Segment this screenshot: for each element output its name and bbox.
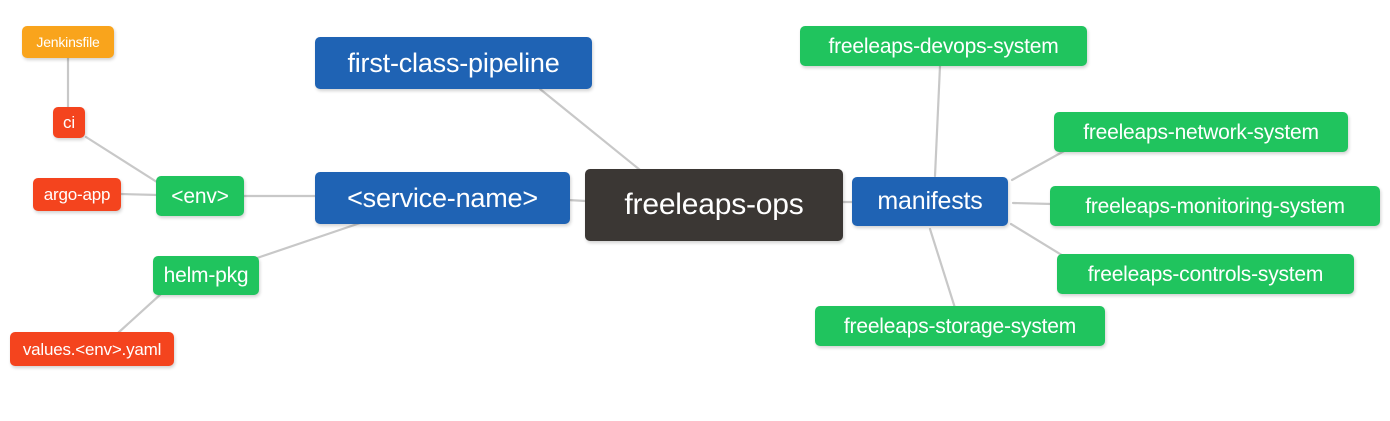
node-ci-label: ci [63, 113, 75, 132]
node-argo-app[interactable]: argo-app [33, 178, 121, 211]
node-first-class-pipeline[interactable]: first-class-pipeline [315, 37, 592, 89]
node-env[interactable]: <env> [156, 176, 244, 216]
edge-valuesyaml-helmpkg [116, 291, 164, 335]
edge-helmpkg-servicename [255, 217, 374, 260]
edge-manifests-monitoring [1011, 201, 1054, 206]
node-manifests-label: manifests [877, 187, 983, 215]
node-freeleaps-ops-root[interactable]: freeleaps-ops [585, 169, 843, 241]
node-freeleaps-network-system-label: freeleaps-network-system [1083, 120, 1319, 144]
node-freeleaps-controls-system-label: freeleaps-controls-system [1087, 262, 1324, 286]
node-freeleaps-storage-system[interactable]: freeleaps-storage-system [815, 306, 1105, 346]
node-values-yaml-label: values.<env>.yaml [22, 339, 162, 359]
node-freeleaps-monitoring-system-label: freeleaps-monitoring-system [1085, 194, 1345, 218]
node-freeleaps-monitoring-system[interactable]: freeleaps-monitoring-system [1050, 186, 1380, 226]
node-service-name-label: <service-name> [347, 182, 538, 213]
edge-firstclasspipeline-root [538, 87, 642, 172]
node-helm-pkg-label: helm-pkg [163, 264, 249, 287]
node-env-label: <env> [171, 184, 229, 208]
node-freeleaps-ops-label: freeleaps-ops [624, 188, 804, 221]
edge-manifests-devops [933, 64, 942, 178]
edge-manifests-storage [928, 227, 957, 310]
node-values-yaml[interactable]: values.<env>.yaml [10, 332, 174, 366]
node-ci[interactable]: ci [53, 107, 85, 138]
node-argo-app-label: argo-app [43, 185, 111, 204]
node-freeleaps-devops-system[interactable]: freeleaps-devops-system [800, 26, 1087, 66]
node-freeleaps-controls-system[interactable]: freeleaps-controls-system [1057, 254, 1354, 294]
edge-servicename-root [566, 198, 588, 203]
node-freeleaps-storage-system-label: freeleaps-storage-system [843, 314, 1077, 338]
node-freeleaps-network-system[interactable]: freeleaps-network-system [1054, 112, 1348, 152]
node-manifests[interactable]: manifests [852, 177, 1008, 226]
node-first-class-pipeline-label: first-class-pipeline [347, 47, 560, 78]
node-jenkinsfile-label: Jenkinsfile [36, 34, 100, 50]
node-service-name[interactable]: <service-name> [315, 172, 570, 224]
node-freeleaps-devops-system-label: freeleaps-devops-system [828, 34, 1059, 58]
node-helm-pkg[interactable]: helm-pkg [153, 256, 259, 295]
edge-argoapp-env [118, 192, 160, 197]
edge-ci-env [84, 135, 162, 186]
node-jenkinsfile[interactable]: Jenkinsfile [22, 26, 114, 58]
